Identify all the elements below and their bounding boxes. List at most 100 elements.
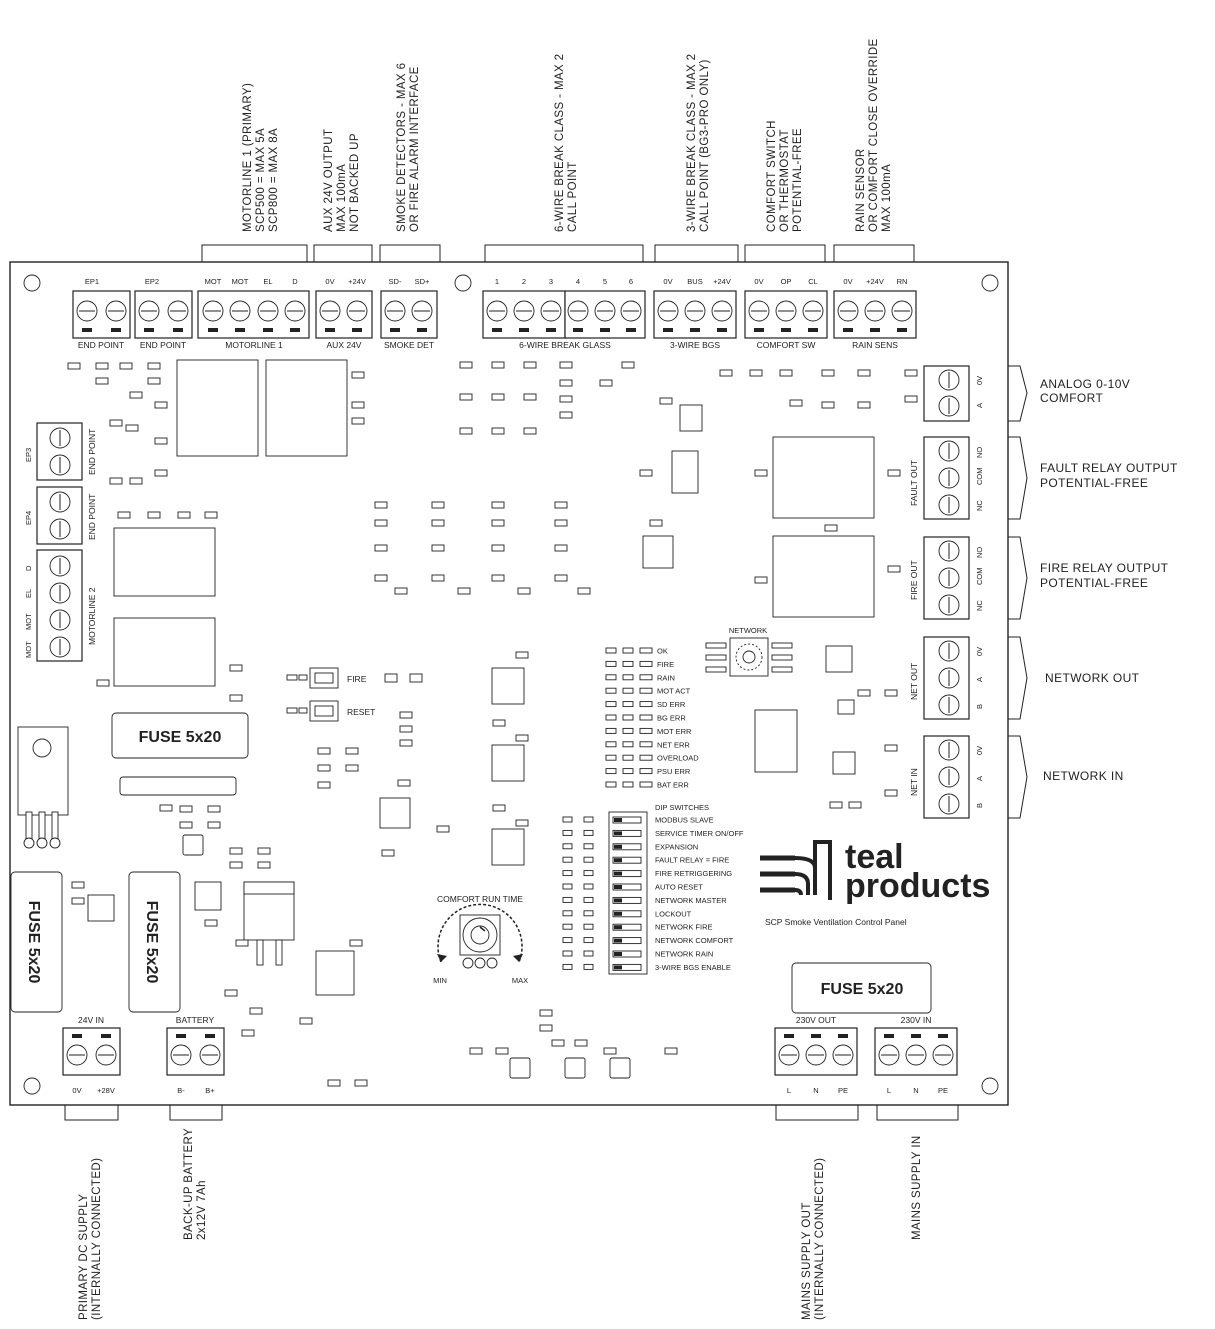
svg-text:NO: NO [975, 547, 984, 558]
svg-text:A: A [975, 776, 984, 781]
svg-text:N: N [813, 1086, 818, 1095]
dip-switches[interactable]: DIP SWITCHES MODBUS SLAVE SERVICE TIMER O… [562, 803, 744, 975]
svg-text:SMOKE DET: SMOKE DET [384, 340, 434, 350]
terminal-fault-out[interactable]: FAULT OUT NO COM NC FAULT RELAY OUTPUT P… [909, 436, 1178, 520]
svg-text:MOT: MOT [24, 613, 33, 630]
dip-switch-10[interactable]: NETWORK COMFORT [562, 936, 734, 945]
dip-label: NETWORK FIRE [655, 923, 713, 932]
svg-text:END POINT: END POINT [78, 340, 124, 350]
svg-text:0V: 0V [754, 277, 763, 286]
svg-text:6: 6 [629, 277, 633, 286]
terminal-aux24v[interactable]: 0V +24V AUX 24V [315, 277, 373, 350]
mounting-hole [981, 1077, 999, 1095]
dip-switch-4[interactable]: FAULT RELAY = FIRE [562, 856, 729, 865]
terminal-230v-in[interactable]: 230V IN L N PE [874, 1015, 958, 1095]
fuse-230v: FUSE 5x20 [791, 962, 932, 1014]
led-mot-act: MOT ACT [605, 687, 691, 696]
svg-text:RESET: RESET [347, 707, 375, 717]
svg-text:FAULT RELAY OUTPUT: FAULT RELAY OUTPUT [1040, 461, 1178, 475]
terminal-analog-comfort[interactable]: 0V A ANALOG 0-10V COMFORT [923, 365, 1130, 422]
led-ok: OK [605, 647, 668, 656]
svg-text:CALL POINT (BG3-PRO ONLY): CALL POINT (BG3-PRO ONLY) [699, 59, 711, 232]
svg-text:4: 4 [576, 277, 580, 286]
svg-text:teal: teal [845, 838, 904, 876]
svg-text:ANALOG 0-10V: ANALOG 0-10V [1040, 377, 1130, 391]
terminal-230v-out[interactable]: 230V OUT L N PE [774, 1015, 858, 1095]
svg-text:5: 5 [603, 277, 607, 286]
led-label: MOT ACT [657, 687, 691, 696]
svg-text:COM: COM [975, 568, 984, 586]
svg-text:SCP800 = MAX 8A: SCP800 = MAX 8A [268, 128, 280, 232]
svg-text:COM: COM [975, 468, 984, 486]
dip-switch-2[interactable]: SERVICE TIMER ON/OFF [562, 829, 744, 838]
terminal-ep3[interactable]: EP3 END POINT [24, 422, 97, 481]
dip-switch-8[interactable]: LOCKOUT [562, 909, 692, 918]
svg-text:FAULT OUT: FAULT OUT [909, 460, 919, 506]
dip-switch-9[interactable]: NETWORK FIRE [562, 923, 713, 932]
dip-switch-6[interactable]: AUTO RESET [562, 883, 703, 892]
mounting-hole [23, 1077, 41, 1095]
led-label: FIRE [657, 660, 674, 669]
comfort-runtime-pot[interactable]: COMFORT RUN TIME MIN MAX [433, 894, 528, 985]
led-label: PSU ERR [657, 767, 691, 776]
svg-text:AUX 24V: AUX 24V [327, 340, 362, 350]
svg-text:MAX: MAX [512, 976, 528, 985]
svg-text:0V: 0V [975, 647, 984, 656]
svg-text:EP3: EP3 [24, 448, 33, 462]
fire-button[interactable]: FIRE [286, 667, 423, 689]
svg-text:0V: 0V [975, 746, 984, 755]
svg-text:6-WIRE BREAK CLASS - MAX 2: 6-WIRE BREAK CLASS - MAX 2 [554, 54, 566, 232]
terminal-motorline1[interactable]: MOT MOT EL D MOTORLINE 1 [197, 277, 310, 350]
svg-text:OR COMFORT CLOSE OVERRIDE: OR COMFORT CLOSE OVERRIDE [868, 38, 880, 232]
dip-switch-11[interactable]: NETWORK RAIN [562, 950, 713, 959]
svg-text:RAIN SENS: RAIN SENS [852, 340, 898, 350]
dip-label: EXPANSION [655, 842, 698, 851]
svg-text:L: L [887, 1086, 891, 1095]
svg-text:NETWORK: NETWORK [729, 626, 767, 635]
relays [113, 359, 875, 687]
annotation-rain: RAIN SENSOR OR COMFORT CLOSE OVERRIDE MA… [855, 38, 893, 232]
dip-switch-3[interactable]: EXPANSION [562, 842, 698, 851]
led-label: BG ERR [657, 714, 686, 723]
terminal-ep4[interactable]: EP4 END POINT [24, 486, 97, 545]
svg-text:DIP SWITCHES: DIP SWITCHES [655, 803, 709, 812]
terminal-smoke-det[interactable]: SD- SD+ SMOKE DET [380, 277, 438, 350]
terminal-comfort-sw[interactable]: 0V OP CL COMFORT SW [744, 277, 828, 350]
svg-text:AUX 24V OUTPUT: AUX 24V OUTPUT [323, 129, 335, 232]
terminal-24v-in[interactable]: 24V IN 0V +28V [62, 1015, 121, 1095]
terminal-break-glass[interactable]: 1 2 3 4 5 6 6-WIRE BREAK GLASS [482, 277, 646, 350]
svg-text:FUSE 5x20: FUSE 5x20 [143, 901, 160, 984]
dip-switch-12[interactable]: 3-WIRE BGS ENABLE [562, 963, 731, 972]
terminal-battery[interactable]: BATTERY B- B+ [166, 1015, 225, 1095]
dip-switch-1[interactable]: MODBUS SLAVE [562, 816, 714, 825]
terminal-net-out[interactable]: NET OUT 0V A B NETWORK OUT [909, 636, 1140, 720]
annotation-battery: BACK-UP BATTERY 2x12V 7Ah [183, 1128, 208, 1240]
annotation-mains-in: MAINS SUPPLY IN [911, 1135, 923, 1240]
dip-switch-5[interactable]: FIRE RETRIGGERING [562, 869, 732, 878]
reset-button[interactable]: RESET [286, 700, 375, 722]
led-net-err: NET ERR [605, 740, 690, 749]
svg-text:EP4: EP4 [24, 511, 33, 525]
svg-text:EL: EL [24, 589, 33, 598]
terminal-ep1[interactable]: EP1 END POINT [72, 277, 131, 350]
annotation-aux24v: AUX 24V OUTPUT MAX 100mA NOT BACKED UP [323, 129, 361, 232]
svg-text:SD-: SD- [389, 277, 402, 286]
terminal-rain-sens[interactable]: 0V +24V RN RAIN SENS [833, 277, 917, 350]
network-switch[interactable]: NETWORK [705, 626, 793, 677]
led-bat-err: BAT ERR [605, 781, 689, 790]
terminal-ep2[interactable]: EP2 END POINT [134, 277, 193, 350]
svg-text:FIRE: FIRE [347, 674, 367, 684]
led-label: MOT ERR [657, 727, 692, 736]
svg-text:230V OUT: 230V OUT [796, 1015, 836, 1025]
terminal-net-in[interactable]: NET IN 0V A B NETWORK IN [909, 735, 1124, 819]
svg-text:NC: NC [975, 500, 984, 511]
annotation-3wire: 3-WIRE BREAK CLASS - MAX 2 CALL POINT (B… [686, 54, 711, 232]
terminal-fire-out[interactable]: FIRE OUT NO COM NC FIRE RELAY OUTPUT POT… [909, 536, 1169, 620]
dip-switch-7[interactable]: NETWORK MASTER [562, 896, 727, 905]
terminal-motorline2[interactable]: D EL MOT MOT MOTORLINE 2 [24, 549, 97, 662]
top-brackets [201, 244, 915, 262]
dip-label: MODBUS SLAVE [655, 816, 714, 825]
svg-text:3-WIRE BGS: 3-WIRE BGS [670, 340, 720, 350]
terminal-3wire-bgs[interactable]: 0V BUS +24V 3-WIRE BGS [653, 277, 737, 350]
